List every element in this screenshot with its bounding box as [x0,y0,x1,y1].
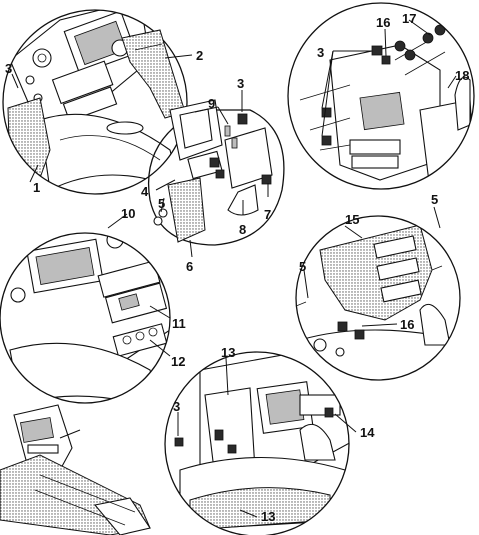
leader-lines [11,19,457,518]
callout-5: 5 [158,196,165,211]
detail-circle-top-left [2,9,188,195]
callout-13: 13 [261,509,275,524]
detail-cluster-center [148,99,285,246]
callout-5: 5 [431,192,438,207]
console-overview [0,404,151,535]
callout-3: 3 [237,76,244,91]
callout-11: 11 [172,316,186,331]
callout-1: 1 [33,180,40,195]
callout-10: 10 [121,206,135,221]
callout-15: 15 [345,212,359,227]
callout-3: 3 [173,399,180,414]
detail-circle-top-right [287,2,475,190]
callout-17: 17 [402,11,416,26]
callout-9: 9 [208,96,215,111]
callout-12: 12 [171,354,185,369]
callout-5: 5 [299,259,306,274]
detail-circle-bottom-center [164,351,350,535]
callout-4: 4 [141,184,149,199]
callout-2: 2 [196,48,203,63]
detail-circle-mid-right [295,215,461,381]
detail-circle-mid-left [0,232,171,404]
callout-7: 7 [264,207,271,222]
callout-6: 6 [186,259,193,274]
callout-3: 3 [5,61,12,76]
callout-18: 18 [455,68,469,83]
callout-3: 3 [317,45,324,60]
callout-8: 8 [239,222,246,237]
callout-16: 16 [400,317,414,332]
callout-16: 16 [376,15,390,30]
callout-labels: 3 1 2 3 9 4 5 6 7 8 3 16 17 18 10 11 12 … [5,11,469,524]
callout-13: 13 [221,345,235,360]
callout-14: 14 [360,425,375,440]
